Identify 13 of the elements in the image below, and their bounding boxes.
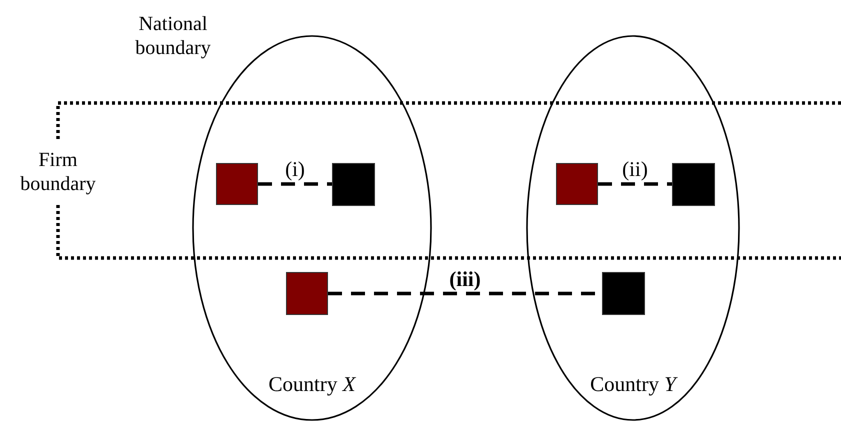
dashed-connector [598,182,672,186]
national-boundary-ellipse [526,35,740,421]
edge-label: (ii) [621,158,649,180]
foreign-unit-square [672,163,715,206]
edge-label: (i) [284,158,306,180]
foreign-unit-square [602,272,645,315]
home-unit-square [216,163,258,205]
firm-boundary-label: Firm boundary [19,148,97,196]
home-unit-square [556,163,598,205]
dashed-connector [258,182,332,186]
home-unit-square [286,272,328,315]
national-boundary-label: National boundary [134,12,212,60]
foreign-unit-square [332,163,375,206]
